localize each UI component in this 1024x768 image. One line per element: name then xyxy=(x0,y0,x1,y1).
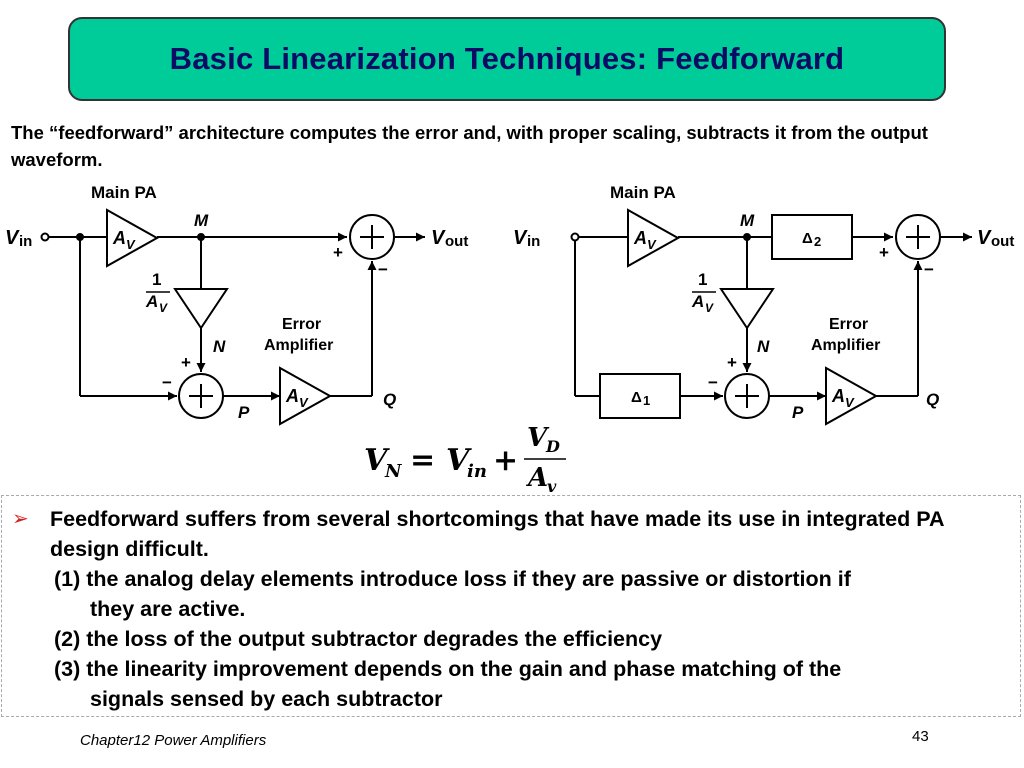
bullet-item-1-line-1: (1) the analog delay elements introduce … xyxy=(54,567,851,591)
fraction-denominator: A xyxy=(691,292,704,311)
bullet-item-1: (1) the analog delay elements introduce … xyxy=(54,564,1014,624)
error-amp-triangle xyxy=(279,366,333,426)
fraction-denominator-sub: V xyxy=(159,301,168,315)
delay-2-index: 2 xyxy=(814,234,821,249)
main-pa-label: Main PA xyxy=(91,183,157,202)
main-pa-triangle xyxy=(106,208,160,268)
vout-sub: out xyxy=(445,233,468,250)
vout-sub: out xyxy=(991,233,1014,250)
slide-title: Basic Linearization Techniques: Feedforw… xyxy=(169,41,845,76)
error-amp-gain: A xyxy=(285,386,299,406)
delay-1-index: 1 xyxy=(643,393,650,408)
vin-label: V xyxy=(5,227,20,249)
equation-vin: V xyxy=(446,443,472,478)
minus-sign: − xyxy=(924,260,934,279)
equation-vd: V xyxy=(527,423,550,453)
error-amp-label-1: Error xyxy=(829,316,868,333)
title-banner: Basic Linearization Techniques: Feedforw… xyxy=(68,17,946,101)
node-p-label: P xyxy=(792,403,804,422)
plus-sign: + xyxy=(333,243,343,262)
error-amp-gain-sub: V xyxy=(299,395,309,410)
vin-label: V xyxy=(513,227,528,249)
bullet-item-3-line-1: (3) the linearity improvement depends on… xyxy=(54,657,842,681)
footer-chapter: Chapter12 Power Amplifiers xyxy=(80,732,267,749)
equation-av: A xyxy=(525,463,548,493)
fraction-numerator: 1 xyxy=(698,270,707,289)
error-amp-label-2: Amplifier xyxy=(811,337,880,354)
bullet-item-3: (3) the linearity improvement depends on… xyxy=(54,654,1014,714)
error-amp-gain-sub: V xyxy=(845,395,855,410)
bullet-box: ➢ Feedforward suffers from several short… xyxy=(1,495,1021,717)
error-amp-label-1: Error xyxy=(282,316,321,333)
bullet-item-1-line-2: they are active. xyxy=(90,597,246,621)
error-amp-gain: A xyxy=(831,386,845,406)
node-q-label: Q xyxy=(383,390,396,409)
error-amp-label-2: Amplifier xyxy=(264,337,333,354)
main-pa-gain: A xyxy=(633,228,647,248)
main-pa-gain: A xyxy=(112,228,126,248)
minus-sign: − xyxy=(162,373,172,392)
vout-label: V xyxy=(977,227,992,249)
equation-plus: + xyxy=(493,443,518,478)
equation-vd-sub: D xyxy=(545,437,560,456)
plus-sign: + xyxy=(879,243,889,262)
attenuator-triangle xyxy=(719,288,775,330)
bullet-main-text: Feedforward suffers from several shortco… xyxy=(50,507,944,561)
equation-vn-sub: N xyxy=(384,461,403,482)
vin-terminal xyxy=(570,232,580,242)
node-q-label: Q xyxy=(926,390,939,409)
node-m-label: M xyxy=(194,211,209,230)
page-number: 43 xyxy=(912,728,929,745)
main-pa-triangle xyxy=(627,208,681,268)
bullet-item-2: (2) the loss of the output subtractor de… xyxy=(54,627,663,651)
vin-sub: in xyxy=(527,233,540,250)
intro-text: The “feedforward” architecture computes … xyxy=(11,122,928,170)
diagram-left xyxy=(40,208,425,426)
plus-sign: + xyxy=(727,353,737,372)
equation-equals: = xyxy=(410,443,435,478)
main-pa-label: Main PA xyxy=(610,183,676,202)
diagram-right xyxy=(570,208,972,426)
fraction-numerator: 1 xyxy=(152,270,161,289)
node-m-label: M xyxy=(740,211,755,230)
vin-terminal xyxy=(40,232,50,242)
fraction-denominator-sub: V xyxy=(705,301,714,315)
node-p-label: P xyxy=(238,403,250,422)
plus-sign: + xyxy=(181,353,191,372)
minus-sign: − xyxy=(378,260,388,279)
minus-sign: − xyxy=(708,373,718,392)
equation-vn: V xyxy=(364,443,390,478)
delay-1-symbol: Δ xyxy=(631,389,642,406)
fraction-denominator: A xyxy=(145,292,158,311)
node-n-label: N xyxy=(213,337,226,356)
delay-1-box xyxy=(599,373,681,419)
main-pa-gain-sub: V xyxy=(126,237,136,252)
node-n-label: N xyxy=(757,337,770,356)
vin-sub: in xyxy=(19,233,32,250)
main-pa-gain-sub: V xyxy=(647,237,657,252)
equation-vin-sub: in xyxy=(467,461,487,482)
delay-2-box xyxy=(771,214,853,260)
feedforward-diagrams: Main PA V in A V M V out + − 1 A V N + −… xyxy=(5,183,1014,496)
equation-av-sub: v xyxy=(547,477,557,496)
error-amp-triangle xyxy=(825,366,879,426)
vout-label: V xyxy=(431,227,446,249)
bullet-arrow-icon: ➢ xyxy=(12,506,29,530)
delay-2-symbol: Δ xyxy=(802,230,813,247)
bullet-item-3-line-2: signals sensed by each subtractor xyxy=(90,687,443,711)
attenuator-triangle xyxy=(173,288,229,330)
equation: V N = V in + V D A v xyxy=(364,423,566,496)
